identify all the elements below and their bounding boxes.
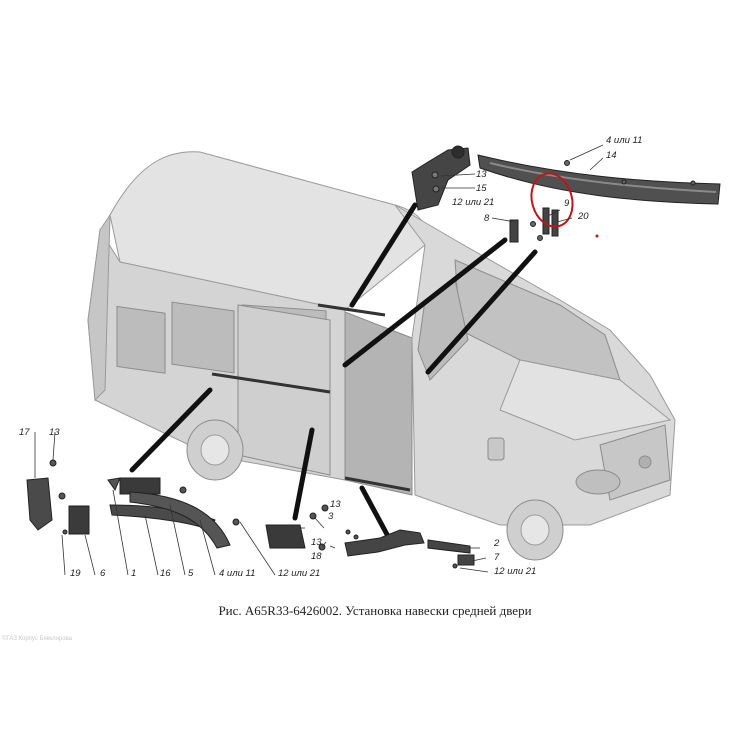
screw (49, 459, 57, 467)
screw (621, 179, 627, 185)
lower-left-parts (26, 459, 240, 549)
hood (499, 359, 672, 441)
callout-16: 16 (160, 568, 171, 579)
upper-door-rail (317, 303, 386, 317)
callout-4-or-11-bottom: 4 или 11 (219, 568, 255, 579)
leader-upper-rail (342, 237, 508, 368)
side-mirror (487, 437, 505, 461)
lower-rail-5 (129, 491, 231, 549)
door-lock-17 (26, 477, 53, 531)
callout-1: 1 (131, 568, 136, 579)
figure-caption: Рис. А65R33-6426002. Установка навески с… (218, 603, 532, 618)
upper-rail-part (477, 154, 721, 205)
callout-14: 14 (606, 150, 617, 161)
lower-right-parts (265, 504, 475, 569)
roller (451, 145, 465, 159)
callout-12-or-21-right: 12 или 21 (494, 566, 536, 577)
watermark: ©ГАЗ Корпус Бекклярова (2, 636, 72, 642)
callout-18: 18 (311, 551, 322, 562)
screw (452, 563, 458, 569)
callout-3: 3 (328, 511, 334, 522)
callout-leaders (34, 144, 604, 576)
callout-13-right: 13 (311, 537, 322, 548)
callout-15: 15 (476, 183, 487, 194)
callout-9: 9 (564, 198, 570, 209)
screw (530, 221, 536, 227)
screw (564, 160, 570, 166)
leader-lines (129, 202, 538, 543)
rail-end-1 (107, 477, 121, 492)
brand-emblem (638, 455, 652, 469)
leader-lower-rail (359, 485, 393, 543)
screw (62, 529, 68, 535)
screw (232, 518, 240, 526)
van-illustration (87, 151, 676, 561)
leader-upper-hinge (349, 202, 418, 308)
screw (58, 492, 66, 500)
lock-plate-6 (68, 505, 90, 535)
callout-13-mid: 13 (330, 499, 341, 510)
rear-wheel-hub (200, 434, 230, 466)
hinge-2 (427, 539, 471, 554)
callout-12-or-21-top: 12 или 21 (452, 197, 494, 208)
plate-7 (457, 554, 475, 566)
callout-13-left: 13 (49, 427, 60, 438)
highlight-circle (530, 172, 574, 228)
callout-5: 5 (188, 568, 194, 579)
bracket-9 (542, 207, 550, 235)
bracket-20 (551, 209, 559, 237)
bracket-plate (119, 477, 161, 495)
callout-17: 17 (19, 427, 30, 438)
callout-19: 19 (70, 568, 81, 579)
sliding-door-panel (237, 304, 331, 476)
callout-12-or-21-mid: 12 или 21 (278, 568, 320, 579)
callout-6: 6 (100, 568, 106, 579)
callout-2: 2 (493, 538, 500, 549)
side-window-1 (116, 305, 166, 374)
callout-4-or-11-top: 4 или 11 (606, 135, 642, 146)
highlight-dot (595, 234, 599, 238)
hinge-bracket-3 (265, 524, 306, 549)
screw (690, 180, 696, 186)
side-window-2 (171, 301, 235, 374)
middle-door-rail (211, 372, 331, 394)
upper-hinge-carriage (411, 147, 471, 211)
van-rear-pillar (87, 213, 111, 402)
front-wheel-hub (520, 514, 550, 546)
screw (321, 504, 329, 512)
screw (345, 529, 351, 535)
callout-labels: 4 или 11 14 13 15 12 или 21 8 9 20 17 13… (19, 135, 642, 579)
bracket-8 (509, 219, 519, 243)
bolt (432, 185, 440, 193)
upper-rail-inner (489, 162, 717, 193)
callout-7: 7 (494, 552, 500, 563)
lower-arm-18 (344, 529, 425, 557)
callout-13-top: 13 (476, 169, 487, 180)
screw (353, 534, 359, 540)
callout-8: 8 (484, 213, 490, 224)
screw (537, 235, 543, 241)
leader-middle-rail (129, 387, 213, 473)
lower-door-rail (344, 476, 411, 492)
leader-front-bracket (425, 249, 538, 375)
screw (179, 486, 187, 494)
bolt (431, 171, 439, 179)
headlight (575, 469, 621, 495)
callout-20: 20 (577, 211, 589, 222)
leader-lower-bracket (292, 427, 315, 521)
upper-parts (411, 145, 721, 243)
